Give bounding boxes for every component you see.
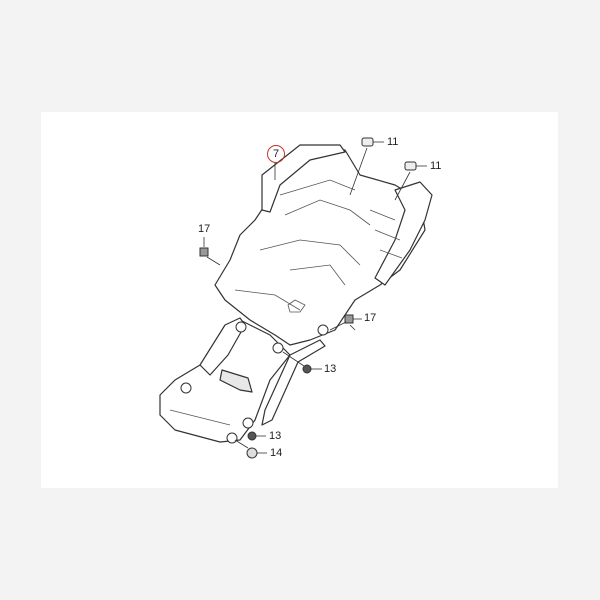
right-stay (261, 339, 326, 426)
callout-17-right[interactable]: 17 (364, 312, 377, 324)
right-rail (374, 181, 433, 286)
nut-14 (246, 447, 258, 459)
callout-13-lower[interactable]: 13 (269, 430, 282, 442)
clip-17a (199, 247, 209, 257)
screw-13a (302, 364, 312, 374)
collar-11a (361, 137, 374, 147)
collar-11b (404, 161, 417, 171)
clip-17b (344, 314, 354, 324)
callout-14[interactable]: 14 (270, 447, 283, 459)
upper-cover (261, 144, 346, 213)
callout-17-left[interactable]: 17 (198, 223, 211, 235)
callout-13-upper[interactable]: 13 (324, 363, 337, 375)
callout-7[interactable]: 7 (267, 145, 285, 163)
callout-11-lower[interactable]: 11 (430, 160, 442, 172)
reflector (219, 369, 253, 393)
callout-11-upper[interactable]: 11 (387, 136, 399, 148)
screw-13b (247, 431, 257, 441)
